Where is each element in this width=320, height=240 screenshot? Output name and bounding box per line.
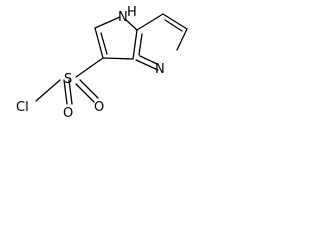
bond-c7a-n1 <box>125 19 138 31</box>
bond-c3a-c7a-inner <box>138 33 143 56</box>
bond-c6-n5 <box>176 28 188 51</box>
bond-s-o-left-2 <box>68 79 73 105</box>
bond-c2-c3 <box>94 27 104 59</box>
bond-s-o-left-1 <box>63 79 68 105</box>
bond-c7-c6 <box>162 13 188 30</box>
bond-c7a-c7 <box>136 13 164 31</box>
bond-c3-s <box>75 57 104 78</box>
bond-n5-c4 <box>135 59 159 71</box>
atom-h-pyrrole: H <box>127 5 137 20</box>
bond-n5-c4-inner <box>139 55 158 65</box>
atom-oxygen-left: O <box>63 106 73 121</box>
atom-oxygen-right: O <box>94 100 104 115</box>
bond-s-o-right-1 <box>75 83 95 103</box>
atom-sulfur: S <box>64 72 72 87</box>
atom-n-pyrrole: N <box>118 10 128 25</box>
bond-s-cl <box>35 79 61 102</box>
bond-c3a-c7a <box>132 29 138 60</box>
molecule-structure: N H N S O O Cl <box>16 5 188 121</box>
bond-c7-c6-inner <box>164 19 183 32</box>
atom-chlorine: Cl <box>16 100 29 115</box>
bond-c2-c3-inner <box>100 32 108 55</box>
bond-s-o-right-2 <box>79 79 99 99</box>
atom-n-pyridine: N <box>155 62 165 77</box>
bond-n1-c2 <box>94 16 121 29</box>
bond-c3-c3a <box>102 57 134 60</box>
